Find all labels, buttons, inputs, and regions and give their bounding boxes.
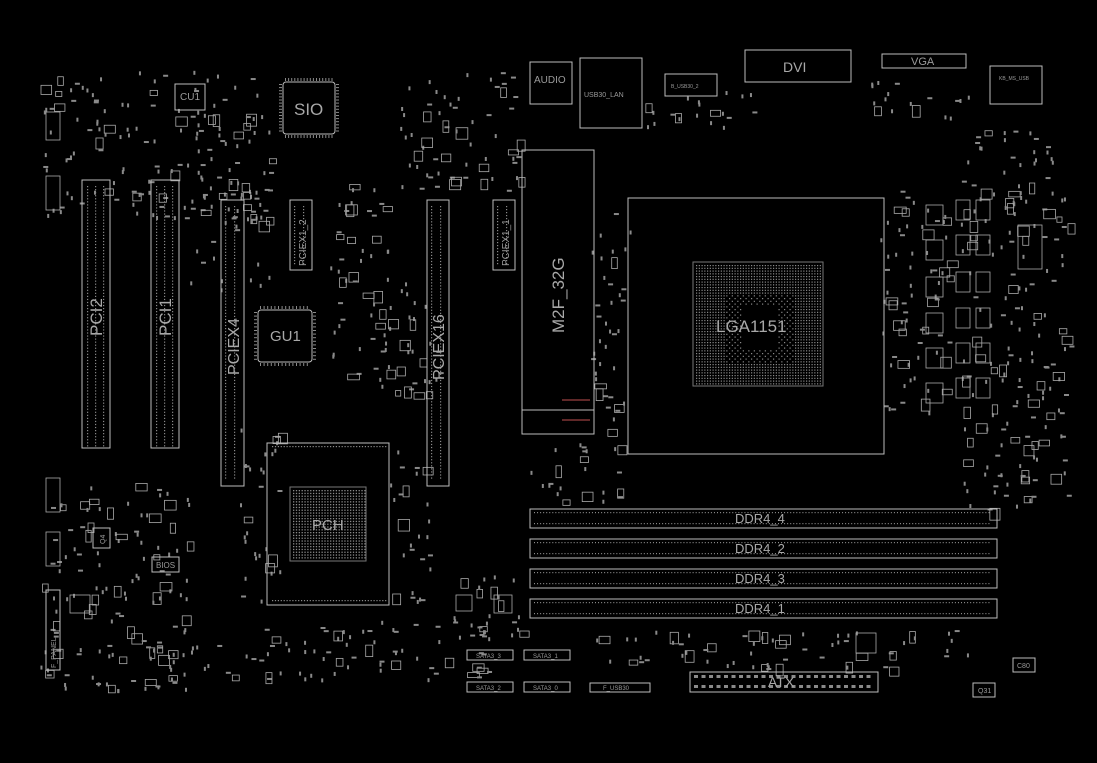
chip-gu1[interactable]: GU1 [257,309,313,363]
header-f-panel[interactable]: F_PANEL [45,589,61,671]
q31-label: Q31 [978,688,991,695]
slot-pciex16[interactable]: PCIEX16 [426,199,450,487]
usb-lan-label: USB30_LAN [584,92,624,99]
ddr4-3-label: DDR4_3 [735,571,785,586]
pciex16-label: PCIEX16 [431,314,448,380]
q4-label: Q4 [100,535,107,544]
connector-usb-top[interactable]: B_USB30_2 [664,73,718,97]
c80-label: C80 [1017,663,1030,670]
pciex1-2-label: PCIEX1_2 [298,219,309,266]
cpu-socket-label: LGA1151 [716,317,787,336]
f-panel-label: F_PANEL [51,637,58,668]
sata3-1-label: SATA3_1 [533,654,558,660]
dimm-ddr4-4[interactable]: DDR4_4 [529,508,998,529]
usb-top-label: B_USB30_2 [671,84,699,90]
chip-bios[interactable]: BIOS [151,556,180,573]
ddr4-2-label: DDR4_2 [735,541,785,556]
slot-pci1[interactable]: PCI1 [150,179,180,449]
component-q31: Q31 [972,682,996,698]
connector-dvi[interactable]: DVI [744,49,852,83]
slot-m2[interactable]: M2F_32G [521,149,595,435]
cu1-label: CU1 [180,92,200,103]
header-sata3-2[interactable]: SATA3_2 [466,681,514,693]
f-usb30-label: F_USB30 [603,686,630,692]
slot-pci2[interactable]: PCI2 [81,179,111,449]
dimm-ddr4-2[interactable]: DDR4_2 [529,538,998,559]
sata3-2-label: SATA3_2 [476,686,501,692]
gu1-label: GU1 [270,328,301,345]
sata3-3-label: SATA3_3 [476,654,501,660]
component-q4: Q4 [92,527,111,549]
cpu-socket[interactable]: LGA1151 [627,197,885,455]
atx-label: ATX [768,674,795,690]
vga-label: VGA [911,56,935,68]
slot-pciex4[interactable]: PCIEX4 [220,199,245,487]
chip-pch[interactable]: PCH [266,442,390,606]
pciex4-label: PCIEX4 [226,318,243,375]
sio-label: SIO [294,100,323,119]
ddr4-4-label: DDR4_4 [735,511,785,526]
connector-atx[interactable]: ATX [689,671,879,693]
connector-usb-lan[interactable]: USB30_LAN [579,57,643,129]
connector-audio[interactable]: AUDIO [529,61,573,105]
header-f-usb30[interactable]: F_USB30 [589,682,651,693]
slot-pciex1-1[interactable]: PCIEX1_1 [492,199,516,271]
dimm-ddr4-1[interactable]: DDR4_1 [529,598,998,619]
chip-cu1[interactable]: CU1 [174,83,206,111]
m2-label: M2F_32G [549,257,568,333]
dvi-label: DVI [783,59,806,75]
connector-vga[interactable]: VGA [881,53,967,69]
component-c80: C80 [1012,657,1036,673]
bios-label: BIOS [156,561,175,570]
dimm-ddr4-3[interactable]: DDR4_3 [529,568,998,589]
pch-label: PCH [312,517,344,534]
audio-label: AUDIO [534,75,566,86]
sata3-0-label: SATA3_0 [533,686,558,692]
connector-kb-ms[interactable]: KB_MS_USB [989,65,1043,105]
pciex1-1-label: PCIEX1_1 [501,219,512,266]
chip-sio[interactable]: SIO [282,81,336,135]
component-decorations [40,70,1076,694]
header-sata3-1[interactable]: SATA3_1 [523,649,571,661]
header-sata3-0[interactable]: SATA3_0 [523,681,571,693]
pci1-label: PCI1 [156,298,175,336]
pci2-label: PCI2 [87,298,106,336]
slot-pciex1-2[interactable]: PCIEX1_2 [289,199,313,271]
ddr4-1-label: DDR4_1 [735,601,785,616]
kb-ms-label: KB_MS_USB [999,76,1030,82]
header-sata3-3[interactable]: SATA3_3 [466,649,514,661]
